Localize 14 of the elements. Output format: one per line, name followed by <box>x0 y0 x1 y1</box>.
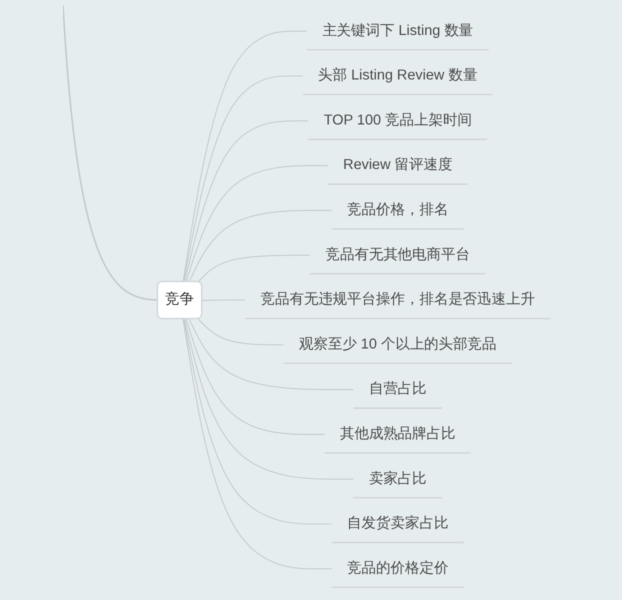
connector <box>189 318 354 390</box>
connector <box>202 300 246 301</box>
connector <box>184 318 354 480</box>
connector <box>198 254 311 282</box>
connector <box>184 318 333 524</box>
connector <box>184 120 310 282</box>
connector-line <box>63 5 158 301</box>
connector <box>189 210 333 282</box>
connector <box>198 318 284 346</box>
connector <box>186 165 329 282</box>
connector <box>183 30 308 282</box>
connector <box>186 318 326 435</box>
connector <box>183 318 333 570</box>
connector <box>184 76 304 282</box>
